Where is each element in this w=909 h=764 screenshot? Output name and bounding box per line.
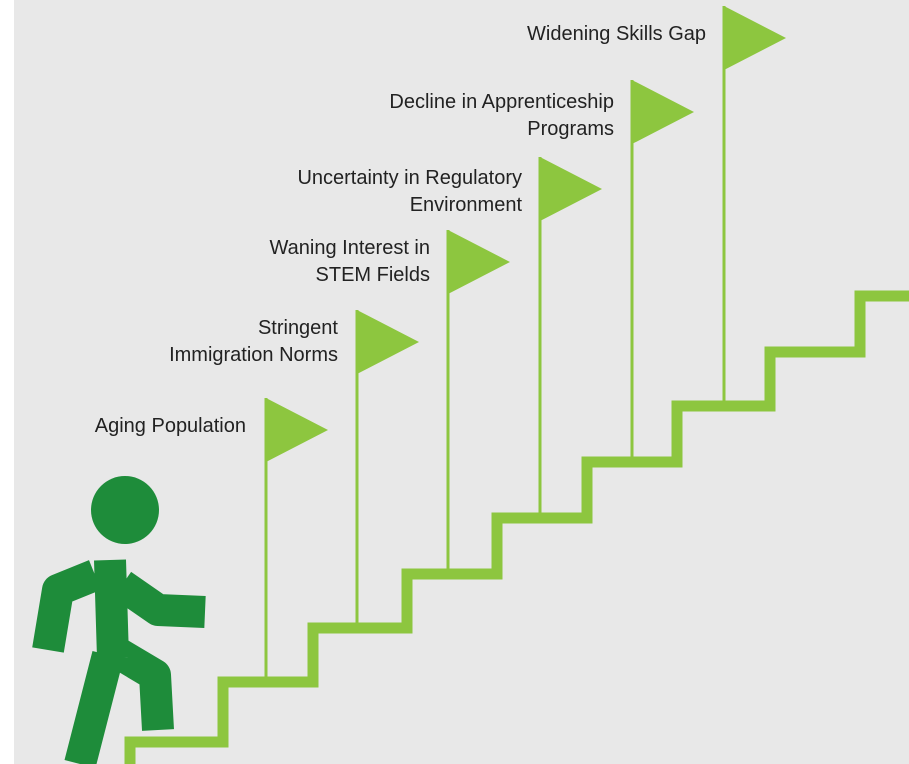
flag-label: Waning Interest in STEM Fields bbox=[270, 237, 430, 286]
flag-pennant bbox=[448, 230, 510, 294]
flag-3: Waning Interest in STEM Fields bbox=[270, 230, 510, 574]
flag-6: Widening Skills Gap bbox=[527, 6, 786, 406]
staircase-line bbox=[124, 290, 909, 764]
flag-label-line: Stringent bbox=[258, 317, 338, 339]
flag-pole bbox=[630, 80, 634, 462]
flag-pole bbox=[538, 157, 542, 518]
flag-pennant bbox=[724, 6, 786, 70]
flag-label-line: Immigration Norms bbox=[169, 344, 338, 366]
flag-pole bbox=[446, 230, 450, 574]
flag-label: Widening Skills Gap bbox=[527, 23, 706, 45]
flag-pennant bbox=[632, 80, 694, 144]
flag-label-line: STEM Fields bbox=[316, 264, 430, 286]
flag-pole bbox=[722, 6, 726, 406]
flag-1: Aging Population bbox=[95, 398, 328, 682]
flag-label: Aging Population bbox=[95, 415, 246, 437]
flag-label-line: Decline in Apprenticeship bbox=[389, 91, 614, 113]
flag-pennant bbox=[540, 157, 602, 221]
flag-label-line: Environment bbox=[410, 194, 523, 216]
flag-pennant bbox=[357, 310, 419, 374]
flag-label-line: Programs bbox=[527, 118, 614, 140]
flag-pole bbox=[355, 310, 359, 628]
flag-pennant bbox=[266, 398, 328, 462]
climbing-person-icon bbox=[32, 476, 206, 764]
flag-pole bbox=[264, 398, 268, 682]
diagram-background bbox=[14, 0, 909, 764]
flag-label-line: Aging Population bbox=[95, 415, 246, 437]
flag-label-line: Waning Interest in bbox=[270, 237, 430, 259]
flag-label-line: Uncertainty in Regulatory bbox=[297, 167, 522, 189]
flag-label-line: Widening Skills Gap bbox=[527, 23, 706, 45]
